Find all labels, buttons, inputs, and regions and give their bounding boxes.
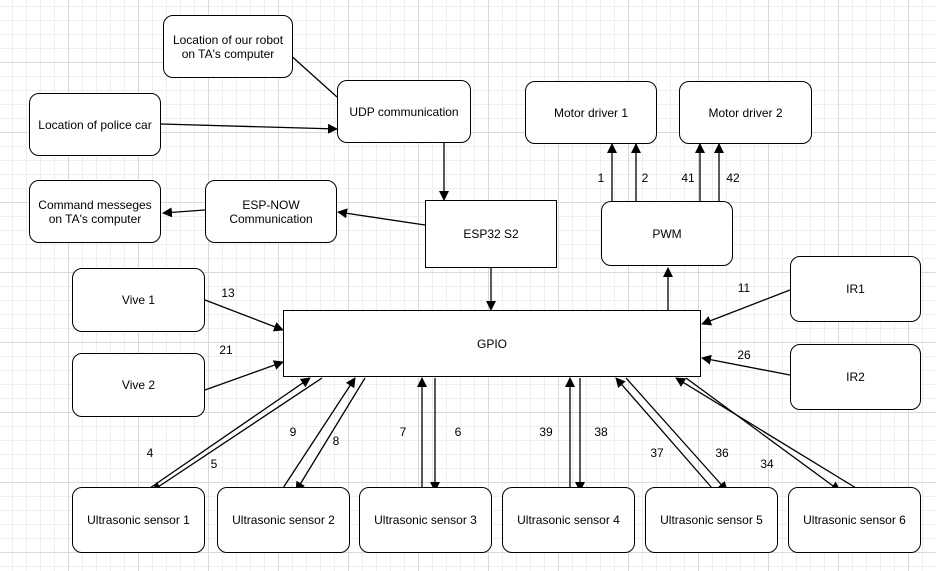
edge-label: 38 (594, 425, 608, 439)
node-ultrasonic-4[interactable]: Ultrasonic sensor 4 (502, 487, 635, 553)
node-pwm[interactable]: PWM (601, 201, 733, 266)
edge-gpio-us5 (625, 377, 728, 492)
node-label: Command messeges on TA's computer (38, 197, 152, 226)
node-motor-driver-2[interactable]: Motor driver 2 (679, 81, 812, 144)
node-label: Location of police car (38, 117, 152, 132)
node-label: GPIO (476, 336, 507, 351)
edge-ir2-gpio (701, 354, 791, 376)
edge-ir1-gpio (701, 289, 791, 326)
node-label: Ultrasonic sensor 3 (374, 513, 477, 527)
node-label: Ultrasonic sensor 6 (803, 513, 906, 527)
node-ultrasonic-5[interactable]: Ultrasonic sensor 5 (645, 487, 778, 553)
node-label: Ultrasonic sensor 4 (517, 513, 620, 527)
edge-espnow-cmd (162, 207, 206, 218)
node-ultrasonic-2[interactable]: Ultrasonic sensor 2 (217, 487, 350, 553)
node-location-robot[interactable]: Location of our robot on TA's computer (163, 15, 293, 78)
node-label: PWM (652, 226, 682, 241)
node-label: Ultrasonic sensor 5 (660, 513, 763, 527)
edge-us5-gpio (615, 377, 713, 489)
edge-label: 1 (598, 171, 605, 185)
node-esp32-s2[interactable]: ESP32 S2 (425, 200, 557, 268)
edge-us1-gpio (149, 377, 311, 489)
node-label: Motor driver 1 (553, 105, 629, 120)
edge-vive2-gpio (204, 360, 284, 391)
node-label: Ultrasonic sensor 1 (87, 513, 190, 527)
node-label: IR1 (846, 282, 865, 296)
node-command-messages[interactable]: Command messeges on TA's computer (29, 180, 161, 243)
edge-loc_police-udp (160, 123, 338, 134)
node-udp-communication[interactable]: UDP communication (337, 80, 471, 143)
node-ultrasonic-6[interactable]: Ultrasonic sensor 6 (788, 487, 921, 553)
edge-label: 9 (290, 425, 297, 439)
node-motor-driver-1[interactable]: Motor driver 1 (525, 81, 657, 144)
node-label: Motor driver 2 (708, 105, 783, 120)
edge-label: 37 (650, 446, 664, 460)
edge-label: 41 (681, 171, 695, 185)
edge-us6-gpio (675, 377, 857, 489)
edge-label: 6 (455, 425, 462, 439)
edge-label: 5 (211, 457, 218, 471)
edge-gpio-us2 (295, 377, 366, 492)
node-vive-1[interactable]: Vive 1 (72, 268, 205, 332)
node-label: Ultrasonic sensor 2 (232, 513, 335, 527)
edge-gpio-us6 (685, 377, 841, 492)
node-ir2[interactable]: IR2 (790, 344, 921, 410)
node-label: ESP32 S2 (463, 227, 519, 241)
node-vive-2[interactable]: Vive 2 (72, 353, 205, 417)
edge-label: 11 (738, 281, 751, 295)
edge-label: 4 (147, 446, 154, 460)
edge-label: 21 (219, 343, 233, 357)
edge-gpio-us1 (151, 377, 323, 492)
node-gpio[interactable]: GPIO (283, 310, 701, 377)
node-label: IR2 (846, 370, 865, 384)
node-label: ESP-NOW Communication (229, 197, 313, 226)
edge-esp32-espnow (337, 208, 426, 226)
edge-label: 7 (400, 425, 407, 439)
node-ultrasonic-3[interactable]: Ultrasonic sensor 3 (359, 487, 492, 553)
edge-label: 13 (221, 286, 235, 300)
edge-label: 36 (715, 446, 729, 460)
node-label: Location of our robot on TA's computer (172, 32, 284, 61)
edge-label: 2 (642, 171, 649, 185)
edge-label: 42 (726, 171, 740, 185)
node-esp-now[interactable]: ESP-NOW Communication (205, 180, 337, 243)
node-location-police-car[interactable]: Location of police car (29, 93, 161, 156)
edge-vive1-gpio (204, 299, 284, 332)
edge-label: 39 (539, 425, 553, 439)
node-ir1[interactable]: IR1 (790, 256, 921, 322)
node-label: UDP communication (349, 104, 459, 119)
edge-label: 34 (760, 457, 774, 471)
node-ultrasonic-1[interactable]: Ultrasonic sensor 1 (72, 487, 205, 553)
edge-label: 26 (737, 348, 751, 362)
edge-us2-gpio (282, 377, 356, 489)
edge-label: 8 (333, 434, 340, 448)
node-label: Vive 1 (121, 293, 156, 307)
node-label: Vive 2 (121, 378, 156, 392)
